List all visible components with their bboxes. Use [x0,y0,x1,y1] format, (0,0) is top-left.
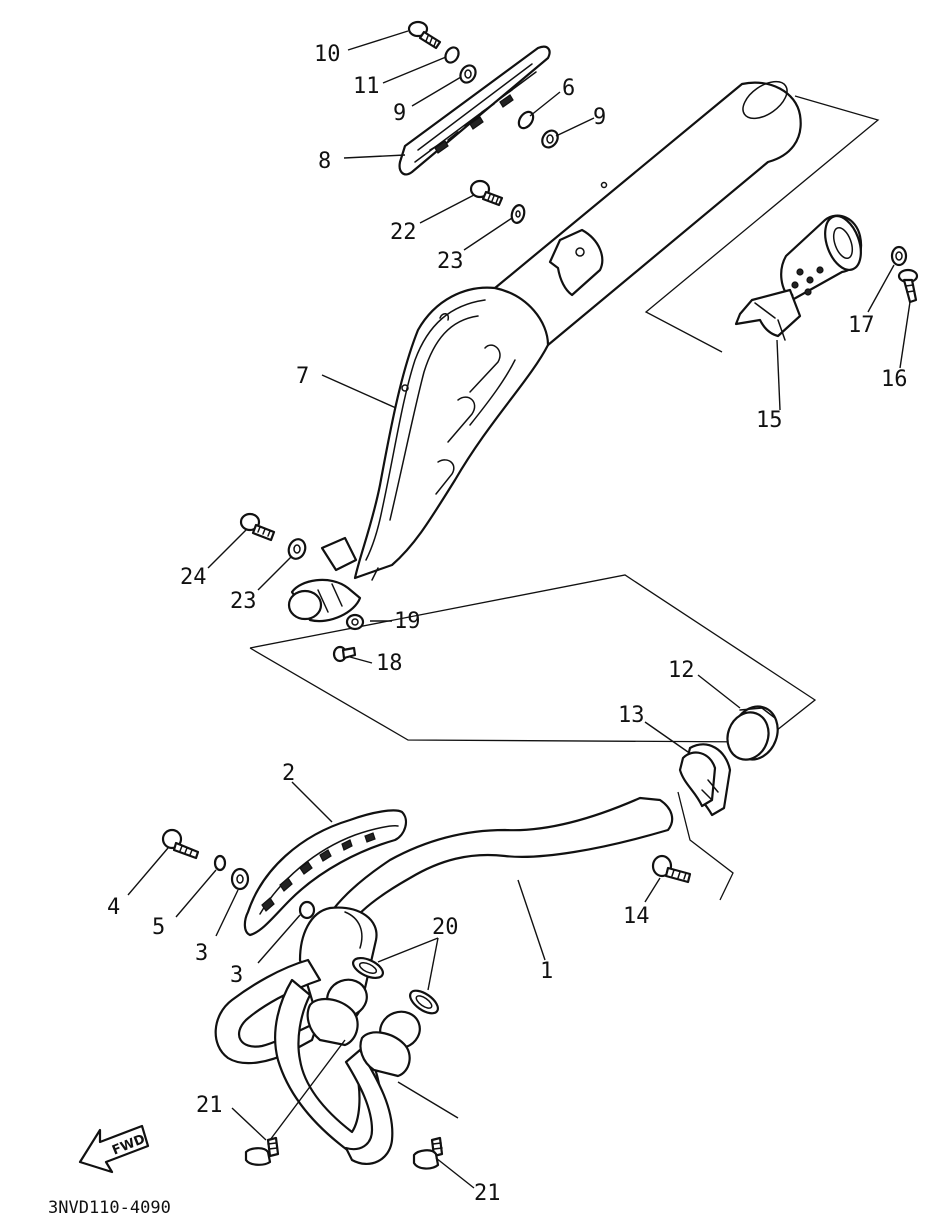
bolt-14 [651,854,692,884]
callout-9b: 9 [593,105,606,130]
fwd-arrow: FWD [78,1124,150,1174]
bolt-22 [469,179,504,207]
callout-6: 6 [562,76,575,101]
callout-1: 1 [540,959,553,984]
callout-21a: 21 [196,1093,223,1118]
bolt-10 [407,20,442,50]
callout-16: 16 [881,367,908,392]
callout-7: 7 [296,364,309,389]
drawing-code: 3NVD110-4090 [48,1198,171,1218]
callout-15: 15 [756,408,783,433]
washer-23-lower [287,538,307,560]
tail-pipe [734,214,863,341]
protector [398,45,551,176]
callout-22: 22 [390,220,417,245]
muffler [287,80,802,623]
stud-bolt-21-right [412,1136,444,1170]
pipe-protector [243,809,408,937]
callout-20: 20 [432,915,459,940]
collar-3 [230,867,250,891]
callout-23a: 23 [437,249,464,274]
bracket [548,228,604,297]
bolt-24 [239,512,276,542]
nut-9-lower [541,129,559,149]
washer-6 [517,110,535,130]
callout-2: 2 [282,761,295,786]
bolt-4 [161,828,200,860]
leader-lines [127,30,911,1189]
gasket-17 [890,245,908,267]
callout-3a: 3 [195,941,208,966]
callout-24: 24 [180,565,207,590]
screw-16 [897,268,919,304]
gasket-20-left [352,956,384,980]
callout-17: 17 [848,313,875,338]
washer-23-upper [510,204,526,224]
callout-18: 18 [376,651,403,676]
assembly-frame-15 [644,95,880,353]
washer-5 [213,854,227,872]
callout-23b: 23 [230,589,257,614]
washer-19 [345,613,365,631]
callout-13: 13 [618,703,645,728]
washer-11 [444,46,460,64]
callout-3b: 3 [230,963,243,988]
exhaust-pipe [214,796,674,1166]
callout-numbers: 1 2 3 3 4 5 6 7 8 9 9 10 11 12 13 14 15 … [107,42,908,1206]
stud-bolt-21-left [244,1136,280,1166]
callout-10: 10 [314,42,341,67]
callout-11: 11 [353,74,380,99]
callout-4: 4 [107,895,120,920]
nut-9-upper [459,64,477,84]
callout-19: 19 [394,609,421,634]
callout-12: 12 [668,658,695,683]
assembly-frame-12 [249,574,817,743]
gasket-12 [726,705,779,761]
callout-8: 8 [318,149,331,174]
callout-9a: 9 [393,101,406,126]
gasket-20-right [409,989,439,1015]
screw-18 [332,645,357,663]
callout-21b: 21 [474,1181,501,1206]
clamp-13 [678,743,732,817]
callout-5: 5 [152,915,165,940]
callout-14: 14 [623,904,650,929]
clamp-frame [677,791,734,901]
